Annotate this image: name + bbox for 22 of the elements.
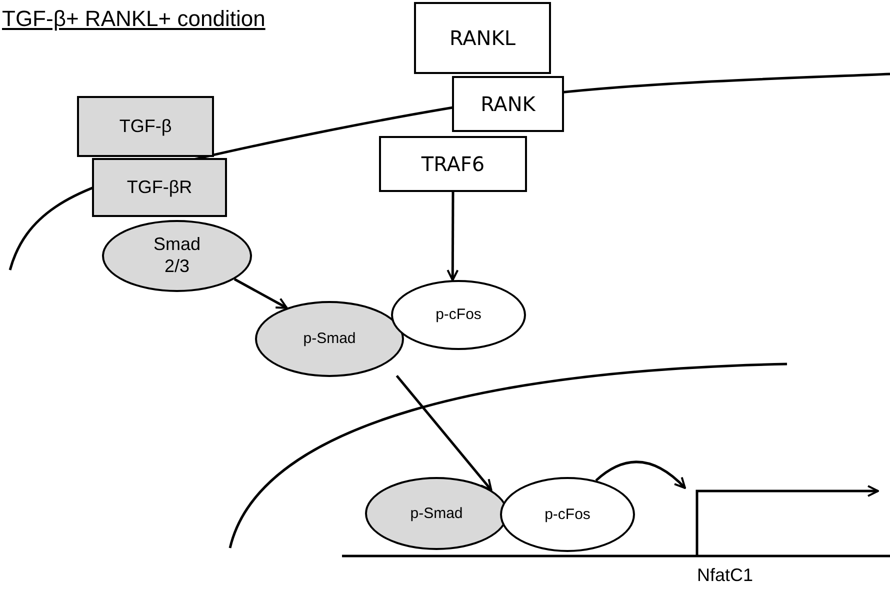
protein-label: RANK (480, 92, 536, 116)
protein-label: TRAF6 (421, 152, 485, 176)
protein-box (414, 2, 551, 74)
protein-box (77, 96, 214, 157)
protein-label: p-Smad (303, 330, 356, 348)
arrow (595, 460, 686, 489)
arrow (396, 374, 492, 492)
protein-label: p-Smad (410, 504, 463, 522)
protein-label: TGF-β (119, 116, 172, 138)
protein-label: p-cFos (436, 306, 482, 324)
protein-box (379, 136, 527, 192)
protein-label: p-cFos (544, 506, 590, 524)
protein-box (452, 76, 564, 132)
arrow (446, 192, 459, 282)
arrow (234, 278, 288, 309)
diagram-title: TGF-β+ RANKL+ condition (2, 6, 266, 32)
protein-label: Smad 2/3 (152, 234, 202, 278)
protein-label: RANKL (450, 26, 516, 50)
protein-label: TGF-βR (126, 176, 192, 198)
protein-ellipse (500, 477, 635, 552)
gene-label: NfatC1 (697, 565, 754, 586)
protein-box (92, 158, 227, 217)
